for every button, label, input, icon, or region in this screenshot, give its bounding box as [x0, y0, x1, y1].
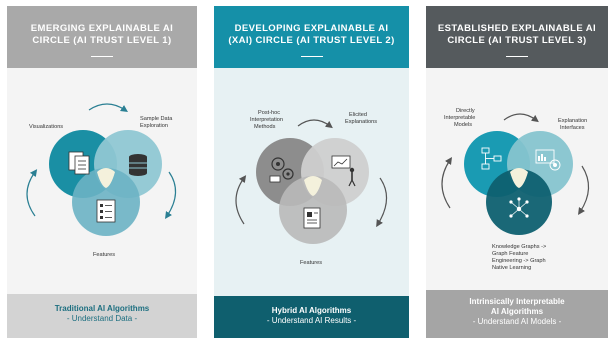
label-bottom: Knowledge Graphs -> Graph Feature Engine…	[492, 244, 548, 271]
footer-subtitle: - Understand Data -	[66, 314, 138, 323]
database-icon	[129, 154, 147, 176]
venn-diagram: Visualizations Sample Data Exploration F…	[26, 103, 177, 258]
footer-title: Intrinsically Interpretable	[469, 297, 565, 306]
venn-diagram: Directly Interpretable Models Explanatio…	[441, 108, 590, 271]
panel-emerging: EMERGING EXPLAINABLE AI CIRCLE (AI TRUST…	[7, 6, 197, 338]
title-line: (XAI) CIRCLE (AI TRUST LEVEL 2)	[228, 35, 395, 46]
document-icon	[303, 207, 321, 229]
cycle-arrow	[441, 157, 452, 209]
documents-icon	[68, 151, 90, 175]
footer-title: AI Algorithms	[490, 307, 544, 316]
divider	[300, 56, 323, 57]
title-line: EMERGING EXPLAINABLE AI	[30, 23, 174, 34]
cycle-arrow	[578, 165, 590, 215]
venn-center	[97, 168, 115, 188]
venn-center	[510, 168, 528, 188]
panel-established: ESTABLISHED EXPLAINABLE AI CIRCLE (AI TR…	[426, 6, 608, 338]
cycle-arrow	[165, 171, 177, 219]
panel-header: ESTABLISHED EXPLAINABLE AI CIRCLE (AI TR…	[426, 6, 608, 68]
label-right: Explanation Interfaces	[558, 118, 589, 131]
label-bottom: Features	[93, 252, 115, 258]
cycle-arrow	[297, 119, 333, 129]
panel-developing: DEVELOPING EXPLAINABLE AI (XAI) CIRCLE (…	[214, 6, 409, 338]
venn-diagram: Post-hoc Interpretation Methods Elicited…	[235, 110, 388, 266]
label-left: Post-hoc Interpretation Methods	[250, 110, 285, 130]
panel-header: EMERGING EXPLAINABLE AI CIRCLE (AI TRUST…	[7, 6, 197, 68]
panel-title: EMERGING EXPLAINABLE AI CIRCLE (AI TRUST…	[11, 23, 193, 47]
label-right: Elicited Explanations	[345, 112, 377, 125]
dashboard-icon	[535, 149, 561, 171]
cycle-arrow	[88, 103, 128, 112]
panel-footer: Traditional AI Algorithms - Understand D…	[7, 294, 197, 338]
title-line: CIRCLE (AI TRUST LEVEL 3)	[447, 35, 587, 46]
network-icon	[509, 197, 529, 218]
cycle-arrow	[26, 169, 38, 217]
panel-title: DEVELOPING EXPLAINABLE AI (XAI) CIRCLE (…	[218, 23, 405, 47]
footer-title: Traditional AI Algorithms	[54, 304, 150, 313]
panel-header: DEVELOPING EXPLAINABLE AI (XAI) CIRCLE (…	[214, 6, 409, 68]
cycle-arrow	[376, 177, 388, 228]
panel-footer: Hybrid AI Algorithms - Understand AI Res…	[214, 296, 409, 338]
label-left: Visualizations	[29, 124, 63, 130]
title-line: DEVELOPING EXPLAINABLE AI	[234, 23, 389, 34]
title-line: ESTABLISHED EXPLAINABLE AI	[437, 23, 597, 34]
label-bottom: Features	[300, 260, 322, 266]
presenter-icon	[331, 155, 356, 187]
footer-subtitle: - Understand AI Models -	[472, 317, 562, 326]
label-left: Directly Interpretable Models	[444, 108, 477, 128]
footer-subtitle: - Understand AI Results -	[266, 316, 357, 325]
divider	[91, 56, 113, 57]
cycle-arrow	[503, 113, 539, 123]
cycle-arrow	[235, 175, 247, 225]
gears-icon	[269, 157, 294, 183]
label-right: Sample Data Exploration	[140, 116, 174, 129]
panel-footer: Intrinsically Interpretable AI Algorithm…	[426, 290, 608, 338]
flowchart-icon	[481, 147, 502, 170]
footer-title: Hybrid AI Algorithms	[271, 306, 352, 315]
divider	[506, 56, 528, 57]
venn-center	[304, 176, 322, 196]
title-line: CIRCLE (AI TRUST LEVEL 1)	[32, 35, 172, 46]
panel-title: ESTABLISHED EXPLAINABLE AI CIRCLE (AI TR…	[430, 23, 604, 47]
checklist-icon	[96, 199, 116, 223]
